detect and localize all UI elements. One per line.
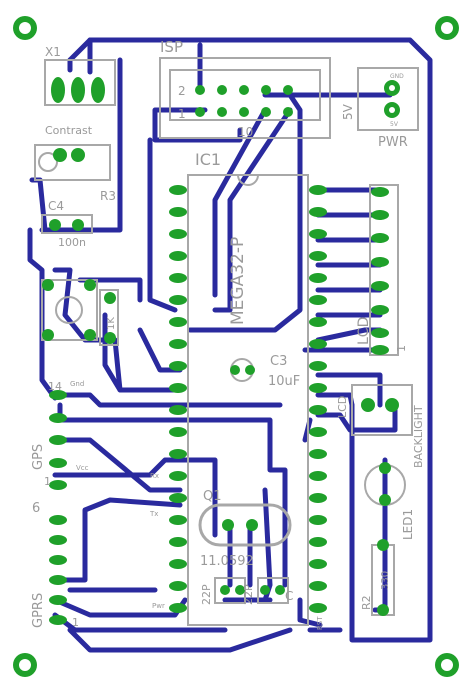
label-gnd-top: GND	[390, 73, 404, 80]
label-r2: R2	[360, 595, 373, 610]
label-gps-pin6: 6	[32, 501, 40, 516]
silkscreen	[34, 57, 419, 626]
label-lcd: LCD	[356, 317, 372, 345]
label-r1-value: 1K	[106, 317, 117, 330]
label-isp-pin2: 2	[178, 84, 186, 98]
pad-holes	[19, 22, 453, 671]
label-pwr: PWR	[378, 135, 408, 150]
label-led1: LED1	[401, 509, 415, 540]
label-isp: ISP	[160, 38, 183, 56]
label-rx: Rx	[150, 472, 159, 480]
label-isp-pin10: 10	[238, 125, 253, 139]
label-ctrl: C	[285, 589, 293, 603]
label-gnd: Gnd	[70, 380, 84, 388]
silk-labels: X1 ISP Contrast 2 1 10 5V PWR GND 5V R3 …	[31, 38, 425, 630]
label-c4: C4	[48, 199, 64, 213]
label-vcc-top: 5V	[390, 121, 399, 128]
label-lcd-upper: LCD	[336, 396, 349, 418]
label-c2-value: 22P	[242, 584, 255, 605]
label-r2-value: 330	[380, 571, 391, 590]
label-mega: MEGA32-P	[228, 237, 248, 325]
label-rst: RST	[316, 616, 324, 630]
label-vcc: Vcc	[76, 464, 89, 472]
label-backlight: BACKLIGHT	[412, 405, 425, 468]
label-c3-value: 10uF	[268, 374, 300, 389]
label-c4-value: 100n	[58, 236, 86, 249]
label-c1-value: 22P	[200, 584, 213, 605]
label-gps-pin1: 1	[44, 475, 51, 488]
label-crystal-value: 11.0592	[200, 554, 254, 569]
label-5v: 5V	[341, 103, 355, 120]
label-lcd-pin1: 1	[395, 345, 408, 352]
label-ic1: IC1	[195, 150, 221, 169]
label-r3: R3	[100, 189, 116, 203]
label-lcd-pin14: 14	[48, 380, 62, 393]
label-x1: X1	[45, 45, 61, 59]
label-gps: GPS	[31, 444, 46, 470]
label-gprs-pin1: 1	[72, 616, 79, 629]
label-tx: Tx	[149, 510, 158, 518]
label-isp-pin1: 1	[178, 107, 186, 121]
label-q1: Q1	[203, 489, 222, 504]
label-c3: C3	[270, 354, 287, 369]
label-pwr-small: Pwr	[152, 602, 165, 610]
label-gprs: GPRS	[31, 593, 46, 628]
label-contrast: Contrast	[45, 124, 93, 137]
